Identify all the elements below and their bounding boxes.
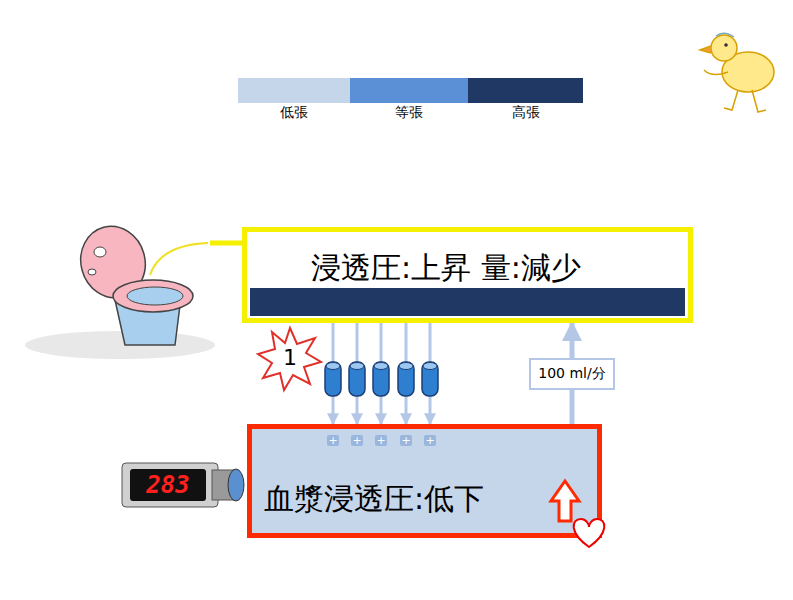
- aquaporin-top: [423, 363, 437, 370]
- plus-sign: +: [375, 435, 386, 446]
- node-text: 血漿浸透圧:低下: [264, 481, 484, 517]
- aquaporin-top: [326, 363, 340, 370]
- aquaporin: [373, 362, 389, 396]
- aquaporin: [349, 362, 365, 396]
- outline-extension: [210, 243, 246, 250]
- osmometer: [122, 463, 244, 507]
- plus-sign: +: [351, 435, 362, 446]
- plus-sign: +: [327, 435, 338, 446]
- legend-swatch: [350, 78, 468, 103]
- legend-text: 等張: [350, 104, 468, 122]
- meter-display: 283: [146, 473, 189, 497]
- rise-arrow: [551, 481, 579, 521]
- leader-line: [150, 243, 208, 275]
- edge-label: 100 ml/分: [529, 358, 614, 390]
- legend-swatch: [468, 78, 583, 103]
- aquaporin-body: [349, 362, 365, 396]
- toilet-illustration: [25, 219, 215, 359]
- hypertonic-band: [250, 288, 685, 316]
- aquaporin: [398, 362, 414, 396]
- plus-sign: +: [400, 435, 411, 446]
- plasma-icons: [529, 429, 609, 539]
- callout-number: 1: [283, 347, 297, 369]
- legend-text: 低張: [238, 104, 350, 122]
- aquaporin-body: [373, 362, 389, 396]
- urine-box: 浸透圧:上昇 量:減少: [242, 227, 693, 323]
- chick-illustration: [700, 33, 774, 112]
- aquaporin-body: [325, 362, 341, 396]
- node-text: 浸透圧:上昇 量:減少: [311, 250, 581, 286]
- aquaporin-body: [422, 362, 438, 396]
- aquaporin-top: [350, 363, 364, 370]
- aquaporin: [422, 362, 438, 396]
- aquaporin-body: [398, 362, 414, 396]
- plus-sign: +: [424, 435, 435, 446]
- legend-text: 高張: [468, 104, 583, 122]
- aquaporin-top: [374, 363, 388, 370]
- aquaporin-top: [399, 363, 413, 370]
- starburst: [258, 328, 321, 390]
- aquaporin: [325, 362, 341, 396]
- legend-swatch: [238, 78, 350, 103]
- heart-icon: [574, 519, 605, 547]
